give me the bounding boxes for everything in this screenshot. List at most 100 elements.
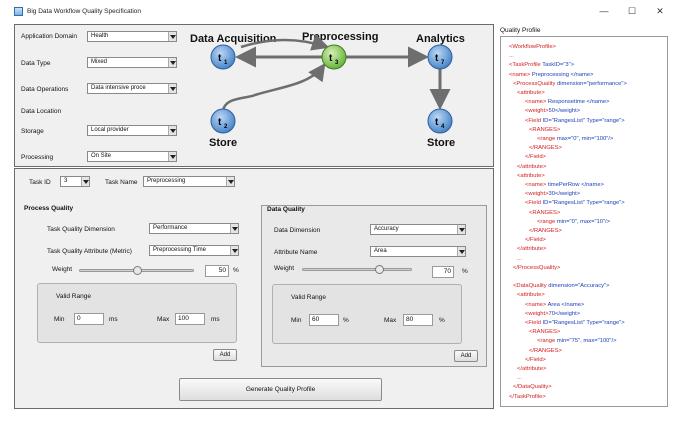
process-weight-label: Weight — [52, 266, 73, 273]
xml-line: </attribute> — [517, 366, 546, 373]
minimize-icon[interactable]: — — [599, 6, 609, 16]
store-label-right: Store — [427, 137, 455, 149]
application-domain-select[interactable]: Health — [87, 31, 177, 42]
process-max-label: Max — [157, 316, 170, 323]
data-weight-slider-thumb[interactable] — [375, 265, 384, 274]
process-add-button[interactable]: Add — [213, 349, 237, 361]
xml-tag: <DataQuality — [513, 283, 549, 290]
xml-tag: <range — [537, 218, 557, 225]
xml-tag: <weight> — [525, 191, 549, 198]
chevron-down-icon — [226, 177, 234, 186]
stage-label-preprocessing: Preprocessing — [302, 31, 378, 43]
node-t7[interactable]: t 7 — [427, 44, 453, 70]
xml-content: Responsetime </name> — [547, 99, 610, 106]
data-type-select[interactable]: Mixed — [87, 57, 177, 68]
data-weight-percent: % — [462, 268, 468, 275]
xml-content: dimension="Accuracy"> — [548, 283, 610, 290]
xml-line: ... — [509, 53, 514, 60]
xml-line: </Field> — [525, 357, 546, 364]
data-weight-field[interactable]: 70 — [432, 266, 454, 278]
xml-line: <range min="0", max="10"/> — [537, 219, 610, 226]
node-t2-subscript: 2 — [224, 124, 228, 130]
task-name-select[interactable]: Preprocessing — [143, 176, 235, 187]
xml-line: <attribute> — [517, 173, 545, 180]
application-domain-value: Health — [91, 33, 109, 39]
storage-select[interactable]: Local provider — [87, 125, 177, 136]
task-id-value: 3 — [64, 178, 68, 184]
node-t2[interactable]: t 2 — [210, 108, 236, 134]
xml-tag: <weight> — [525, 108, 549, 115]
xml-tag: <RANGES> — [529, 329, 561, 336]
task-id-select[interactable]: 3 — [60, 176, 90, 187]
xml-tag: <attribute> — [517, 292, 545, 299]
attribute-name-value: Area — [374, 248, 387, 254]
process-min-label: Min — [54, 316, 65, 323]
close-icon[interactable]: ✕ — [656, 6, 664, 16]
store-label-left: Store — [209, 137, 237, 149]
process-min-field[interactable]: 0 — [74, 313, 104, 325]
storage-value: Local provider — [91, 127, 129, 133]
xml-content: ID="RangesList" Type="range"> — [542, 117, 625, 124]
quality-profile-title: Quality Profile — [500, 27, 541, 34]
process-weight-slider-thumb[interactable] — [132, 266, 142, 275]
chevron-down-icon — [168, 58, 176, 67]
data-operations-label: Data Operations — [21, 86, 69, 93]
xml-content: Area </name> — [547, 301, 585, 308]
xml-tag: ... — [509, 53, 514, 60]
data-valid-range-label: Valid Range — [291, 294, 326, 301]
xml-tag: <TaskProfile — [509, 62, 543, 69]
xml-line: <RANGES> — [529, 127, 560, 134]
xml-tag: <name> — [525, 301, 548, 308]
task-quality-dimension-select[interactable]: Performance — [149, 223, 239, 234]
xml-line: <weight>50</weight> — [525, 108, 580, 115]
xml-tag: <Field — [525, 320, 543, 326]
data-max-field[interactable]: 80 — [403, 314, 433, 326]
workflow-diagram: Data Acquisition Preprocessing Analytics… — [190, 31, 465, 149]
data-min-label: Min — [291, 317, 302, 324]
xml-content: min="75", max="100"/> — [556, 338, 617, 345]
xml-content: timePerRow </name> — [547, 182, 604, 188]
node-t4[interactable]: t 4 — [427, 108, 453, 134]
node-t4-label: t — [435, 117, 439, 128]
chevron-down-icon — [81, 177, 89, 186]
processing-select[interactable]: On Site — [87, 151, 177, 162]
chevron-down-icon — [230, 246, 238, 255]
quality-profile-textarea[interactable]: <WorkflowProfile>...<TaskProfile TaskID=… — [500, 36, 668, 407]
generate-quality-profile-button[interactable]: Generate Quality Profile — [179, 378, 382, 401]
data-dimension-select[interactable]: Accuracy — [370, 224, 466, 235]
process-max-field[interactable]: 100 — [175, 313, 205, 325]
title-bar: Big Data Workflow Quality Specification … — [0, 0, 677, 22]
xml-tag: <attribute> — [517, 172, 545, 179]
node-t1[interactable]: t 1 — [210, 44, 236, 70]
task-quality-dimension-value: Performance — [153, 225, 188, 231]
process-weight-field[interactable]: 50 — [205, 265, 229, 277]
xml-line: <Field ID="RangesList" Type="range"> — [525, 200, 625, 207]
xml-content: ID="RangesList" Type="range"> — [542, 200, 625, 207]
attribute-name-select[interactable]: Area — [370, 246, 466, 257]
task-id-label: Task ID — [29, 179, 51, 186]
xml-tag: </attribute> — [517, 163, 547, 170]
data-min-field[interactable]: 60 — [309, 314, 339, 326]
xml-tag: </ProcessQuality> — [513, 264, 561, 271]
xml-content: 50</weight> — [548, 108, 581, 115]
xml-tag: </TaskProfile> — [509, 393, 546, 400]
node-t3[interactable]: t 3 — [321, 44, 347, 70]
xml-line: </RANGES> — [529, 228, 562, 235]
xml-tag: </attribute> — [517, 366, 547, 372]
xml-content: dimension="performance"> — [556, 80, 627, 87]
xml-line: ... — [517, 256, 522, 263]
xml-line: </RANGES> — [529, 348, 562, 355]
xml-tag: <name> — [509, 71, 532, 78]
xml-content: TaskID="3"> — [542, 62, 575, 69]
data-weight-slider[interactable] — [302, 268, 412, 271]
application-domain-label: Application Domain — [21, 33, 78, 40]
maximize-icon[interactable]: ☐ — [627, 6, 637, 16]
data-operations-select[interactable]: Data intensive proce — [87, 83, 177, 94]
data-add-button[interactable]: Add — [454, 350, 478, 362]
task-quality-attribute-select[interactable]: Preprocessing Time — [149, 245, 239, 256]
data-quality-title: Data Quality — [267, 206, 305, 213]
node-t3-label: t — [329, 53, 333, 64]
data-type-value: Mixed — [91, 59, 108, 65]
xml-line: <attribute> — [517, 90, 545, 97]
xml-line: <weight>70</weight> — [525, 311, 580, 318]
